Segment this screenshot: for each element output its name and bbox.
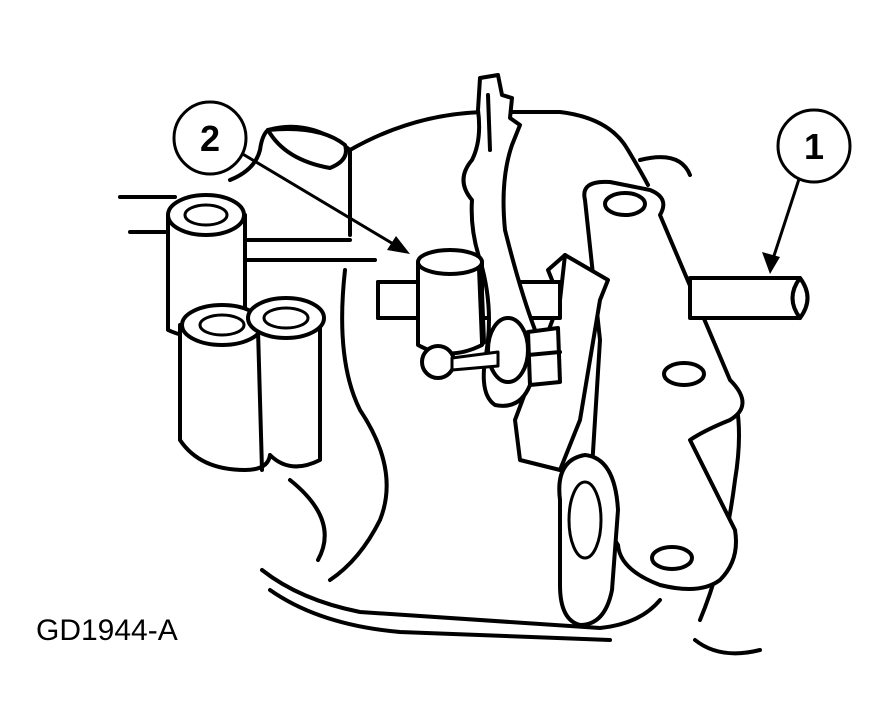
callout-leader-1 xyxy=(762,174,802,274)
callout-2-label: 2 xyxy=(200,118,220,159)
vacuum-tube-double xyxy=(178,296,326,472)
mounting-flange xyxy=(582,179,745,591)
figure-id-label: GD1944-A xyxy=(36,614,178,647)
spacer-cylinder xyxy=(416,248,500,380)
callout-1: 1 xyxy=(776,108,852,184)
callout-1-label: 1 xyxy=(804,126,824,167)
lower-boss xyxy=(557,453,620,627)
callout-2: 2 xyxy=(172,100,248,176)
rod-tool xyxy=(688,276,810,320)
flange-bolt-hole-top xyxy=(603,191,647,217)
callout-leader-2 xyxy=(234,148,410,254)
flange-bolt-hole-bottom xyxy=(650,545,694,571)
flange-bolt-hole-middle xyxy=(662,361,706,387)
